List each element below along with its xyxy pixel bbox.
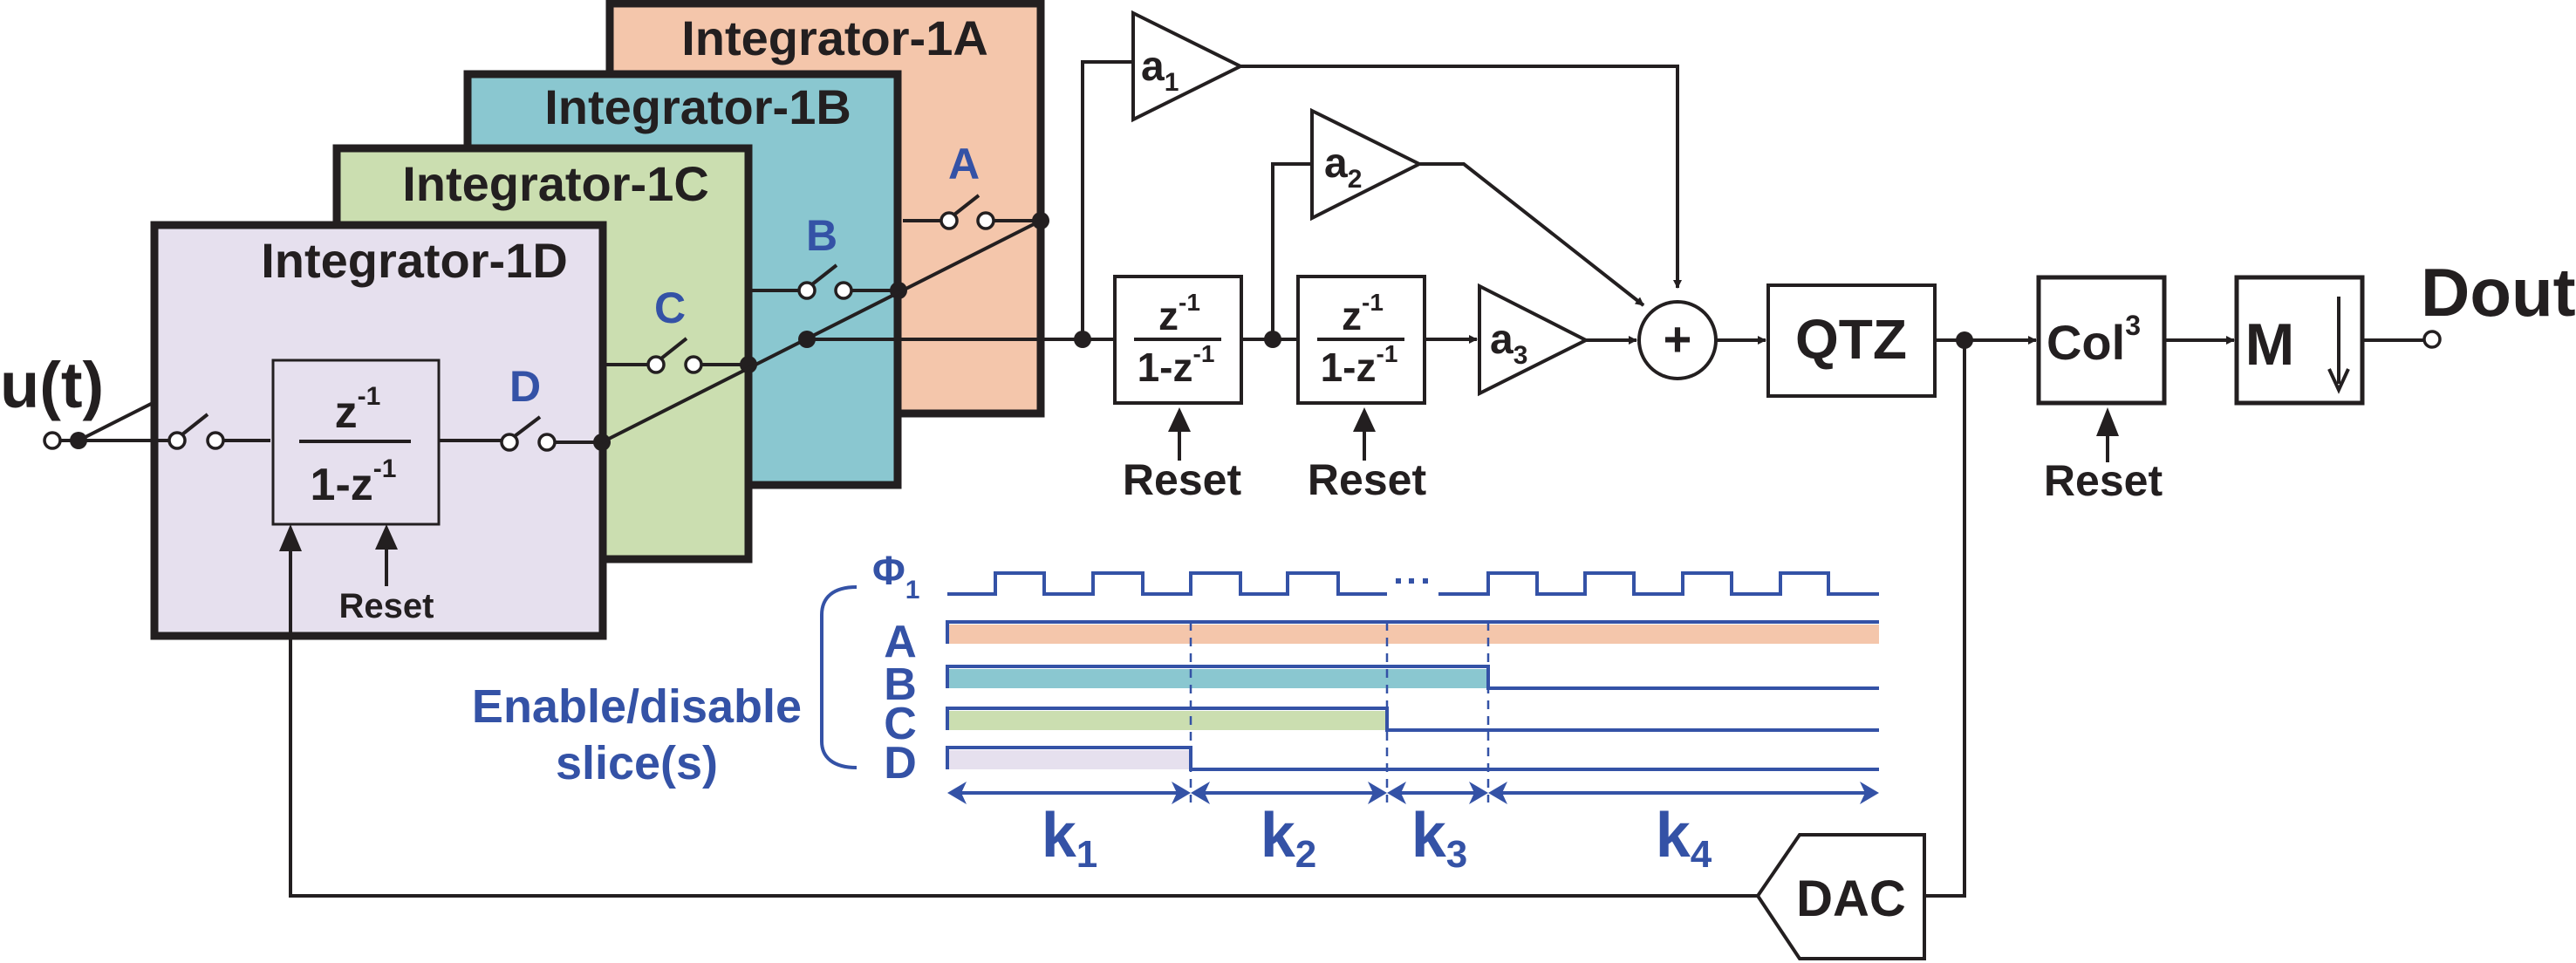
svg-text:z-1: z-1 (1342, 289, 1384, 338)
reset-arrow-icon (375, 524, 398, 550)
row-b-waveform (946, 665, 1879, 690)
phase-k4: k4 (1656, 801, 1712, 876)
summing-junction: + (1637, 300, 1718, 380)
phase-k1: k1 (1042, 801, 1098, 876)
svg-text:1-z-1: 1-z-1 (1138, 340, 1215, 390)
ellipsis-dot (1423, 578, 1428, 584)
phase-arrow-right-head (1172, 782, 1191, 804)
phase-k3: k3 (1411, 801, 1468, 876)
reset-arrow-icon (2096, 407, 2119, 436)
reset-arrow-icon (1168, 407, 1191, 432)
phase-arrow-left-head (1387, 782, 1406, 804)
enable-disable-label-line1: Enable/disable (472, 680, 802, 733)
loop-integrator-1: z-1 1-z-1 (1113, 275, 1243, 405)
reset-arrow-icon (1353, 407, 1376, 432)
svg-text:a1: a1 (1141, 44, 1179, 97)
gain-a1: a1 (1131, 10, 1245, 123)
phase-arrow-left-head (947, 782, 967, 804)
row-label-c: C (884, 699, 917, 749)
svg-text:DAC: DAC (1796, 871, 1906, 927)
input-terminal (43, 431, 62, 450)
slice-b-title: Integrator-1B (544, 79, 851, 134)
phase-arrow-right-head (1469, 782, 1488, 804)
feedback-arrow-icon (279, 524, 302, 551)
svg-text:+: + (1664, 311, 1692, 366)
row-a-enabled-fill (949, 625, 1879, 644)
phase-arrow-right-head (1860, 782, 1879, 804)
svg-text:z-1: z-1 (335, 382, 381, 438)
svg-text:a2: a2 (1324, 140, 1362, 194)
phase-arrows (947, 782, 1879, 804)
svg-text:M: M (2245, 311, 2295, 378)
clock-ellipsis (1396, 578, 1428, 584)
row-a-waveform (946, 620, 1879, 644)
ellipsis-dot (1409, 578, 1414, 584)
brace (820, 585, 858, 769)
clock-wave-segment (947, 571, 1387, 596)
dac-block: DAC (1755, 833, 1926, 960)
svg-text:a3: a3 (1490, 317, 1527, 370)
row-c-enabled-fill (949, 711, 1387, 730)
comb-filter-block: Col3 (2036, 275, 2167, 406)
switch-d (500, 415, 557, 452)
enable-rows (946, 620, 1879, 771)
svg-text:Col3: Col3 (2046, 310, 2141, 370)
feedback-wire (289, 551, 1758, 898)
clock-wave-segment (1438, 571, 1879, 596)
phase-arrow-left-head (1191, 782, 1210, 804)
row-label-b: B (884, 659, 917, 710)
switch-a-label: A (948, 140, 980, 188)
slice-d-title: Integrator-1D (261, 233, 568, 288)
quantizer-block: QTZ (1766, 283, 1937, 398)
switch-b-label: B (806, 211, 837, 260)
loop-integrator-2: z-1 1-z-1 (1296, 275, 1426, 405)
input-label: u(t) (0, 349, 104, 421)
gain-a2: a2 (1310, 107, 1424, 222)
clock-label: Φ1 (872, 548, 919, 604)
output-terminal (2422, 330, 2442, 349)
phase-k2: k2 (1261, 801, 1317, 876)
phase-arrow-right-head (1368, 782, 1387, 804)
gain-a3: a3 (1478, 283, 1590, 397)
phase-arrow-left-head (1488, 782, 1507, 804)
row-label-d: D (884, 738, 917, 789)
input-to-slices-wire (78, 400, 155, 442)
row-d-enabled-fill (949, 750, 1191, 769)
enable-disable-label-line2: slice(s) (556, 737, 718, 789)
switch-c-label: C (654, 283, 686, 332)
comb-reset-label: Reset (2044, 456, 2163, 505)
slice-c-title: Integrator-1C (402, 156, 709, 211)
slice-d-reset-label: Reset (339, 587, 434, 625)
svg-text:1-z-1: 1-z-1 (1321, 340, 1398, 390)
slice-d-box (150, 221, 607, 640)
row-label-a: A (884, 617, 917, 667)
slice-d-integrator: z-1 1-z-1 (271, 359, 441, 526)
slice-d: Integrator-1D (150, 221, 607, 640)
slice-a-title: Integrator-1A (681, 10, 988, 65)
svg-text:QTZ: QTZ (1795, 308, 1907, 371)
slice-output-bus (601, 219, 1042, 444)
clock-waveform (947, 571, 1879, 596)
output-label: Dout (2421, 254, 2576, 331)
switch-d-label: D (509, 362, 541, 411)
input-switch (167, 413, 225, 450)
ellipsis-dot (1396, 578, 1401, 584)
loop-integrator-1-reset-label: Reset (1123, 455, 1242, 504)
svg-text:z-1: z-1 (1158, 289, 1200, 338)
timing-diagram: Φ1 A B C D k1 k2 k3 k4 Enable/disable sl… (472, 548, 1879, 876)
svg-text:1-z-1: 1-z-1 (311, 454, 397, 510)
row-b-enabled-fill (949, 669, 1488, 688)
loop-integrator-2-reset-label: Reset (1308, 455, 1427, 504)
decimator-block: M (2234, 275, 2365, 406)
